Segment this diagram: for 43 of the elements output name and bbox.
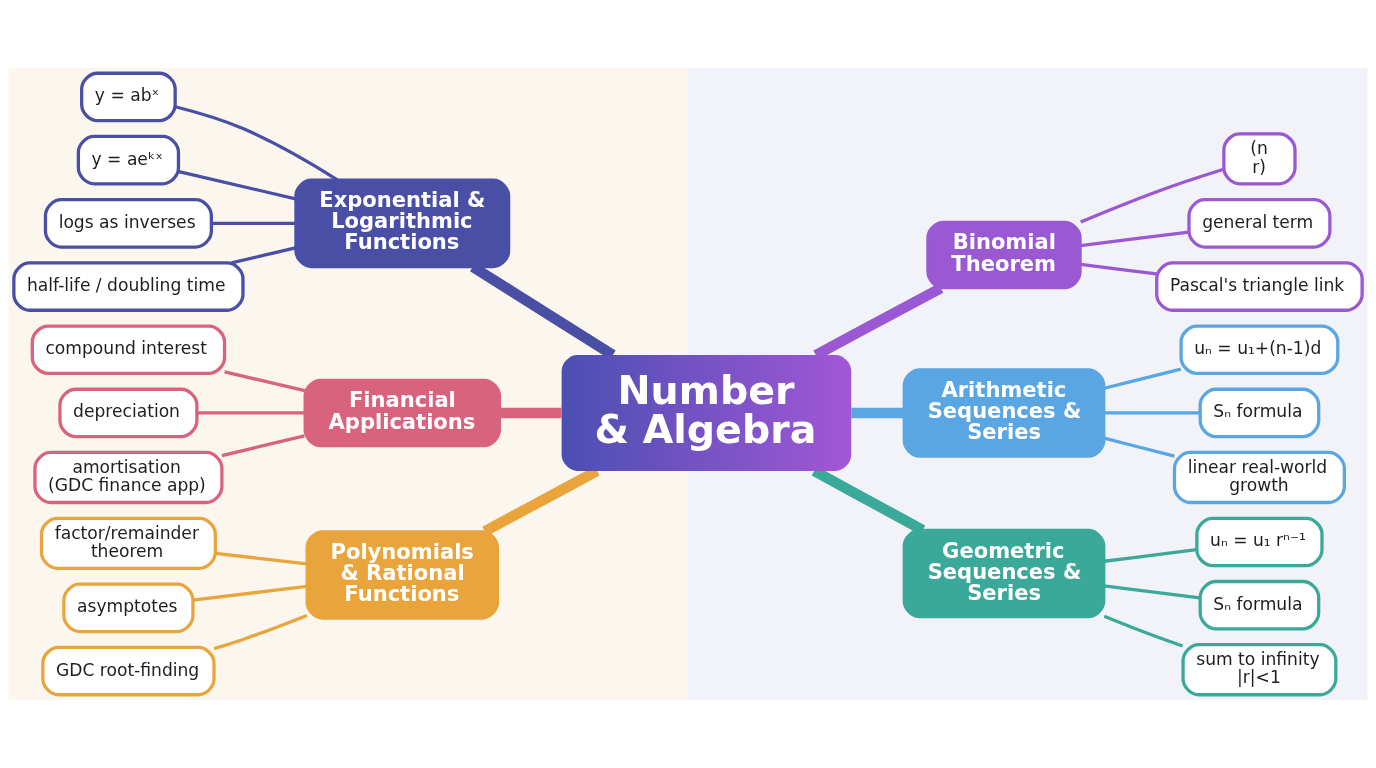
connector — [231, 246, 296, 265]
connector — [192, 584, 307, 602]
connector — [851, 407, 904, 419]
node-box: y = aeᵏˣ — [76, 134, 181, 186]
node-box: half-life / doubling time — [12, 261, 245, 312]
node-box: Binomial Theorem — [926, 220, 1082, 290]
connector — [1103, 614, 1184, 648]
node-box: amortisation (GDC finance app) — [33, 450, 224, 505]
connector — [1104, 411, 1200, 415]
node-box: Number & Algebra — [561, 355, 852, 471]
node-box: Pascal's triangle link — [1155, 261, 1364, 312]
node-box: Sₙ formula — [1198, 579, 1321, 631]
connector — [197, 411, 305, 415]
connector — [1080, 262, 1157, 276]
node-box: GDC root-finding — [41, 645, 216, 697]
node-box: asymptotes — [62, 582, 195, 634]
node-box: y = abˣ — [80, 71, 177, 123]
node-box: linear real-world growth — [1172, 450, 1346, 505]
connector — [221, 434, 305, 458]
node-box: Polynomials & Rational Functions — [305, 530, 500, 620]
node-box: general term — [1187, 198, 1332, 249]
node-box: uₙ = u₁ rⁿ⁻¹ — [1195, 516, 1324, 568]
connector — [224, 370, 306, 393]
node-box: Sₙ formula — [1198, 387, 1321, 439]
connector — [499, 407, 562, 419]
node-box: factor/remainder theorem — [39, 516, 217, 570]
node-box: (n r) — [1222, 132, 1297, 186]
node-box: compound interest — [30, 324, 227, 376]
node-box: Exponential & Logarithmic Functions — [294, 178, 511, 269]
node-box: Arithmetic Sequences & Series — [902, 368, 1106, 458]
node-box: logs as inverses — [43, 198, 213, 249]
node-box: Geometric Sequences & Series — [902, 528, 1106, 619]
connector — [213, 613, 308, 651]
node-box: Financial Applications — [303, 378, 502, 448]
connector — [215, 551, 307, 566]
node-box: depreciation — [58, 387, 199, 439]
connector — [1080, 167, 1225, 224]
node-box: sum to infinity |r|<1 — [1181, 643, 1338, 697]
connector — [1080, 230, 1190, 248]
node-box: uₙ = u₁+(n-1)d — [1179, 324, 1340, 376]
connector — [178, 170, 296, 201]
connector — [211, 221, 296, 225]
connector — [1103, 367, 1182, 390]
